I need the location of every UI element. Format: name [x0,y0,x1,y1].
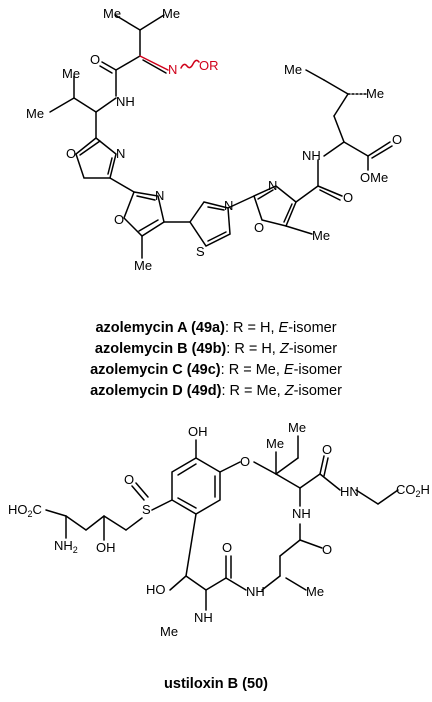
amide-nh-label: NH [116,94,135,109]
oxazole-oxygen-label: O [254,220,264,235]
methyl-label: Me [62,66,80,81]
oxazole-oxygen-label: O [66,146,76,161]
n-methyl-nh-label: NH [194,610,213,625]
ustiloxin-caption: ustiloxin B (50) [164,676,268,692]
carbonyl-oxygen-label: O [322,542,332,557]
thiazole-sulfur-label: S [196,244,205,259]
amine-label: NH2 [54,538,78,555]
n-methyl-label: Me [160,624,178,639]
caption-line: azolemycin C (49c): R = Me, E-isomer [90,362,342,378]
compound-name: azolemycin A (49a) [95,320,225,336]
carboxylic-acid-label: HO2C [8,502,42,519]
thiazole-nitrogen-label: N [224,198,233,213]
caption-line: azolemycin B (49b): R = H, Z-isomer [95,341,337,357]
methoxy-label: OMe [360,170,388,185]
methyl-label: Me [312,228,330,243]
ustiloxin-atom-labels: OH O Me Me O HN NH O Me NH O NH Me HO S … [8,420,430,639]
hydroxyl-label: OH [96,540,116,555]
carboxylic-acid-label: CO2H [396,482,430,499]
methyl-label: Me [366,86,384,101]
oxygen-label: O [90,52,100,67]
ethyl-methyl-label: Me [288,420,306,435]
sulfur-label: S [142,502,151,517]
methyl-label: Me [134,258,152,273]
compound-name: azolemycin D (49d) [90,383,222,399]
oxygen-label: O [392,132,402,147]
hydroxyl-label: HO [146,582,166,597]
ustiloxin-structure [45,435,399,611]
azolemycin-captions: azolemycin A (49a): R = H, E-isomer azol… [90,320,342,399]
oxazole-oxygen-label: O [114,212,124,227]
sulfoxide-oxygen-label: O [124,472,134,487]
methyl-label: Me [103,6,121,21]
ether-oxygen-label: O [240,454,250,469]
nh-label: NH [246,584,265,599]
oxazole-nitrogen-label: N [116,146,125,161]
azolemycin-atom-labels: Me Me O N OR NH Me Me O N N O Me N S N O… [26,6,402,273]
azolemycin-structure [49,14,393,259]
hydroxyl-label: OH [188,424,208,439]
imine-nitrogen-label: N [168,62,177,77]
nh-label: NH [292,506,311,521]
methyl-label: Me [26,106,44,121]
or-group-label: OR [199,58,219,73]
methyl-label: Me [266,436,284,451]
methyl-label: Me [284,62,302,77]
methyl-label: Me [306,584,324,599]
compound-name: azolemycin C (49c) [90,362,221,378]
amide-nh-label: NH [302,148,321,163]
compound-name: azolemycin B (49b) [95,341,227,357]
oxygen-label: O [343,190,353,205]
oxazole-nitrogen-label: N [268,178,277,193]
methyl-label: Me [162,6,180,21]
oxazole-nitrogen-label: N [155,188,164,203]
carbonyl-oxygen-label: O [322,442,332,457]
hn-label: HN [340,484,359,499]
caption-line: azolemycin A (49a): R = H, E-isomer [95,320,336,336]
carbonyl-oxygen-label: O [222,540,232,555]
caption-line: azolemycin D (49d): R = Me, Z-isomer [90,383,342,399]
